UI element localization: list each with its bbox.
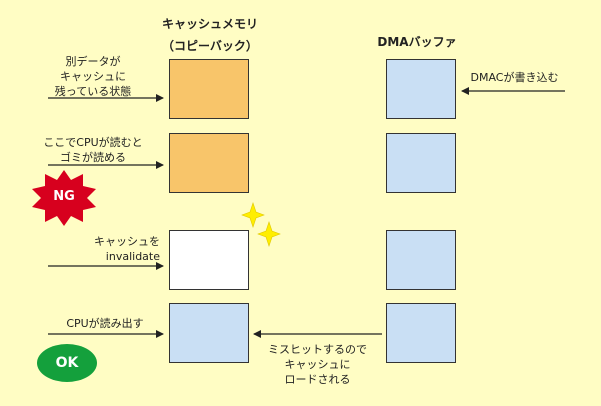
row3-left-label: キャッシュを invalidate (94, 235, 160, 263)
ng-burst-icon (32, 170, 96, 226)
row1-right-label: DMACが書き込む (470, 71, 559, 84)
cache-block-stale (169, 59, 249, 119)
cache-title: キャッシュメモリ (161, 17, 258, 31)
row1-left-label: 別データが キャッシュに 残っている状態 (54, 55, 132, 98)
dma-block-2 (386, 133, 456, 193)
dma-block-4 (386, 303, 456, 363)
cache-block-invalidated (169, 230, 249, 290)
cache-subtitle: （コピーバック） (162, 39, 258, 53)
dma-title: DMAバッファ (377, 35, 457, 49)
ng-badge-label: NG (53, 189, 75, 204)
cache-block-garbage (169, 133, 249, 193)
row2-left-label: ここでCPUが読むと ゴミが読める (43, 136, 143, 164)
cache-block-loaded (169, 303, 249, 363)
row4-middle-label: ミスヒットするので キャッシュに ロードされる (268, 343, 367, 386)
dma-block-1 (386, 59, 456, 119)
row4-left-label: CPUが読み出す (66, 317, 144, 330)
sparkle-icon (241, 202, 281, 247)
ok-badge: OK (37, 344, 97, 382)
dma-block-3 (386, 230, 456, 290)
